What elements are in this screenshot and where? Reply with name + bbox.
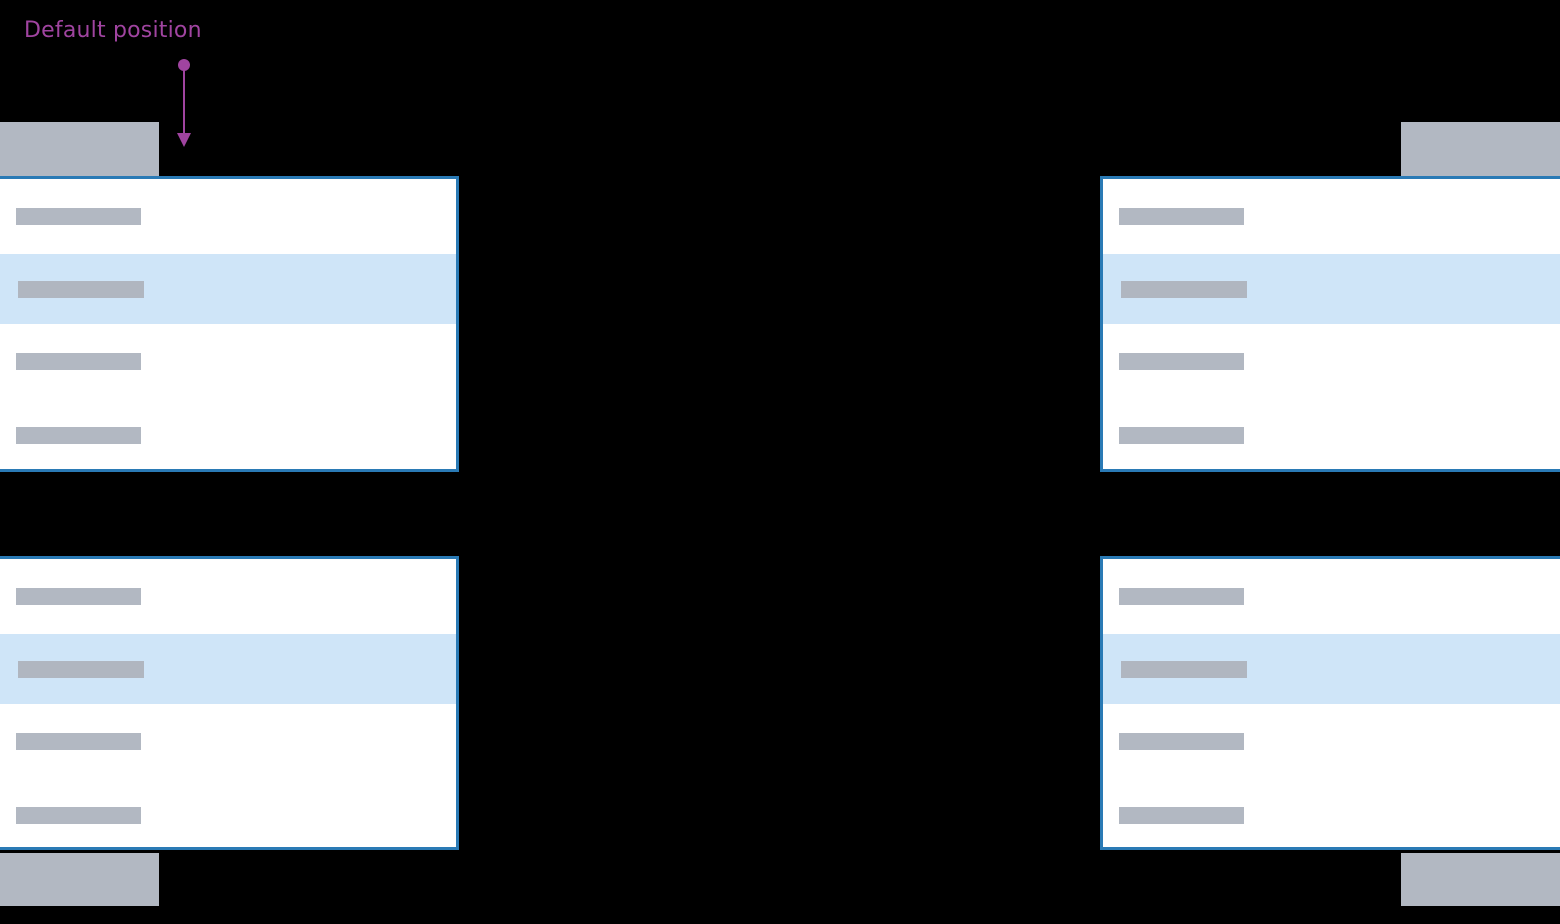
list-item-label-placeholder — [1119, 426, 1244, 444]
anchor-bottom-left[interactable] — [0, 853, 159, 906]
anchor-bottom-right[interactable] — [1401, 853, 1560, 906]
list-item[interactable] — [1103, 778, 1560, 847]
list-item-label-placeholder — [18, 660, 144, 678]
list-item[interactable] — [1103, 559, 1560, 634]
list-item[interactable] — [0, 778, 456, 847]
list-item-label-placeholder — [16, 208, 141, 225]
list-item-label-placeholder — [16, 352, 141, 370]
flyout-panel-bottom-left — [0, 556, 459, 850]
anchor-top-left[interactable] — [0, 122, 159, 176]
list-item[interactable] — [1103, 704, 1560, 778]
list-item-label-placeholder — [1119, 588, 1244, 605]
list-item[interactable] — [0, 634, 456, 704]
list-item-label-placeholder — [16, 806, 141, 824]
anchor-top-right[interactable] — [1401, 122, 1560, 176]
flyout-panel-bottom-right — [1100, 556, 1560, 850]
list-item-label-placeholder — [16, 588, 141, 605]
list-item[interactable] — [1103, 254, 1560, 324]
list-item[interactable] — [0, 559, 456, 634]
list-item[interactable] — [0, 704, 456, 778]
list-item-label-placeholder — [1119, 732, 1244, 750]
list-item[interactable] — [0, 398, 456, 469]
flyout-panel-top-right — [1100, 176, 1560, 472]
list-item-label-placeholder — [1119, 352, 1244, 370]
list-item-label-placeholder — [1121, 280, 1247, 298]
list-item-label-placeholder — [1119, 806, 1244, 824]
list-item-label-placeholder — [18, 280, 144, 298]
list-item[interactable] — [1103, 179, 1560, 254]
annotation-label-default-position: Default position — [24, 18, 202, 43]
list-item-label-placeholder — [1121, 660, 1247, 678]
list-item[interactable] — [0, 179, 456, 254]
list-item-label-placeholder — [16, 732, 141, 750]
list-item[interactable] — [1103, 398, 1560, 469]
list-item-label-placeholder — [1119, 208, 1244, 225]
arrow-down-icon — [177, 59, 191, 147]
flyout-panel-top-left — [0, 176, 459, 472]
list-item-label-placeholder — [16, 426, 141, 444]
list-item[interactable] — [0, 324, 456, 398]
list-item[interactable] — [1103, 634, 1560, 704]
list-item[interactable] — [1103, 324, 1560, 398]
list-item[interactable] — [0, 254, 456, 324]
